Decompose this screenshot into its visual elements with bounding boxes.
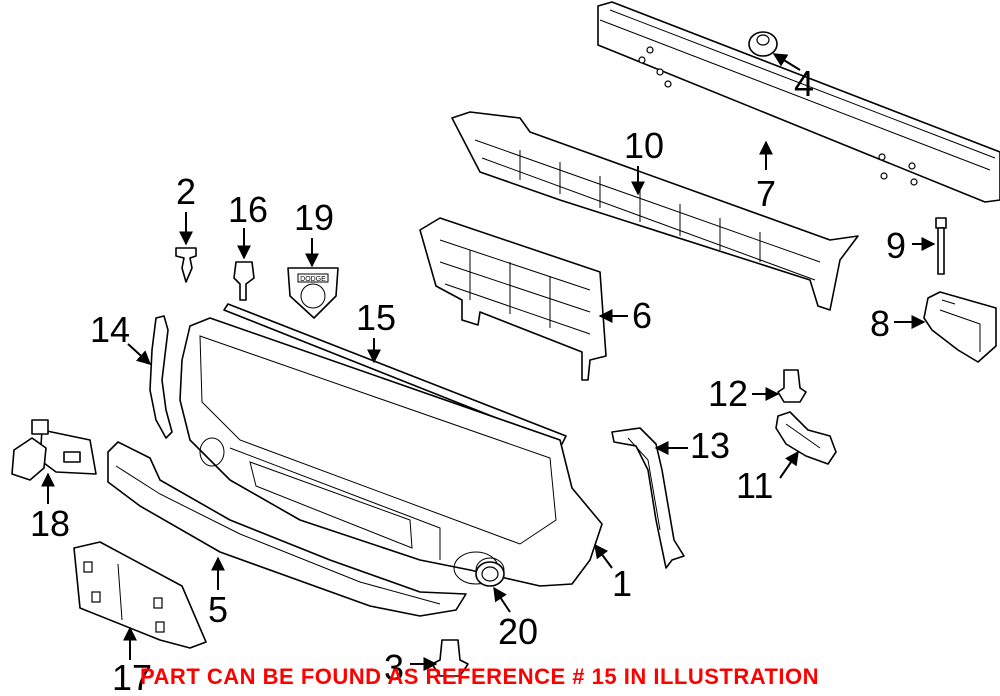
leader-lines [41, 53, 936, 671]
fog-lamp-ring-part [475, 561, 505, 587]
upper-support-part [419, 217, 607, 381]
reinforcement-beam-part [597, 1, 1000, 203]
screw-part [777, 369, 807, 403]
callout-9: 9 [886, 225, 907, 266]
bolt-part [935, 217, 947, 275]
push-nut-part [748, 31, 778, 57]
callout-4: 4 [794, 63, 815, 104]
callout-1: 1 [612, 563, 633, 604]
callout-13: 13 [690, 425, 731, 466]
leader-14 [127, 343, 152, 365]
callout-15: 15 [356, 297, 397, 338]
callout-6: 6 [632, 295, 653, 336]
left-trim-strip-part [149, 315, 173, 439]
energy-absorber-part [451, 111, 859, 311]
side-bracket-part [775, 411, 837, 465]
callout-3: 3 [384, 647, 405, 688]
callout-7: 7 [756, 173, 777, 214]
callout-20: 20 [498, 611, 539, 652]
leader-11 [779, 450, 799, 479]
callout-17: 17 [112, 657, 153, 696]
lower-splitter-part [107, 441, 467, 617]
callout-18: 18 [30, 503, 71, 544]
callout-5: 5 [208, 589, 229, 630]
callout-2: 2 [176, 171, 197, 212]
bracket-part [923, 291, 997, 363]
leader-4 [772, 53, 801, 71]
bumper-fascia-part [179, 317, 603, 587]
callout-10: 10 [624, 125, 665, 166]
leader-1 [594, 543, 613, 569]
callout-14: 14 [90, 309, 131, 350]
fastener-part [233, 261, 255, 301]
callout-16: 16 [228, 189, 269, 230]
emblem-badge-part [287, 267, 339, 319]
badge-lettering: DODGE [300, 276, 326, 283]
reference-note: PART CAN BE FOUND AS REFERENCE # 15 IN I… [140, 664, 820, 689]
upper-molding-part [223, 303, 567, 445]
callout-12: 12 [708, 373, 749, 414]
callout-11: 11 [736, 465, 774, 506]
callout-8: 8 [870, 303, 891, 344]
push-pin-part [175, 247, 197, 283]
leader-20 [493, 586, 511, 613]
callout-19: 19 [294, 197, 335, 238]
license-bracket-part [73, 541, 207, 649]
park-sensor-part [11, 419, 97, 481]
